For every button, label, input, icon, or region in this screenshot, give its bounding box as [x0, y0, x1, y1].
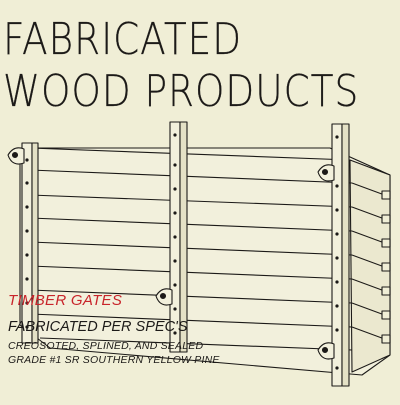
- timber-gate-illustration: [7, 121, 391, 387]
- title-line-2: WOOD PRODUCTS: [3, 66, 360, 118]
- caption-subheading: FABRICATED PER SPEC'S: [8, 319, 188, 335]
- caption-detail-1: CREOSOTED, SPLINED, AND SEALED: [8, 340, 204, 352]
- caption-heading: TIMBER GATES: [8, 292, 123, 309]
- gate-caption: TIMBER GATES FABRICATED PER SPEC'S CREOS…: [8, 292, 338, 367]
- title-line-1: FABRICATED: [3, 14, 243, 66]
- caption-detail-2: GRADE #1 SR SOUTHERN YELLOW PINE: [8, 354, 220, 366]
